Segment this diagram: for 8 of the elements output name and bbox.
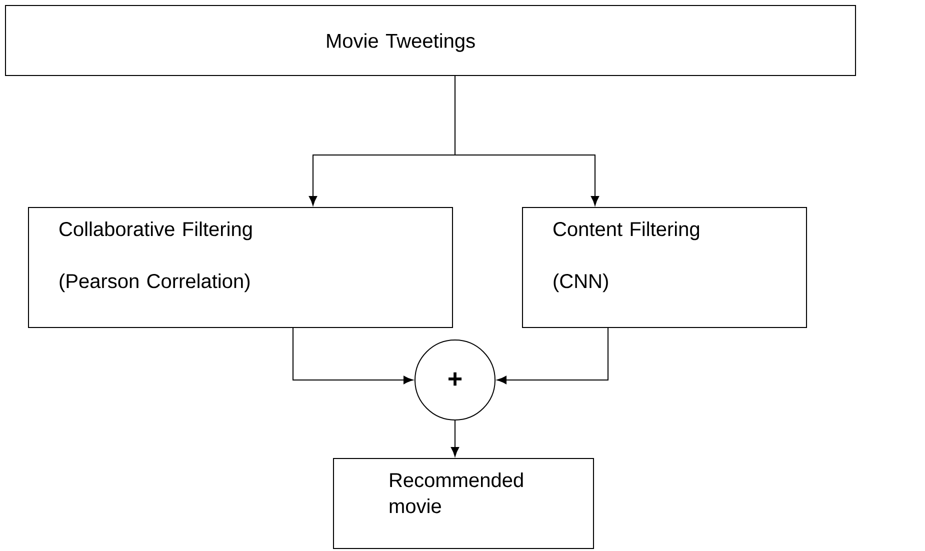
process-box: Collaborative Filtering (Pearson Correlation) <box>28 207 453 328</box>
output-box: Recommended movie <box>333 458 594 549</box>
arrow <box>292 326 414 384</box>
arrow <box>454 74 600 206</box>
process-box: Content Filtering (CNN) <box>522 207 807 328</box>
source-box: Movie Tweetings <box>5 5 856 76</box>
arrow <box>450 420 460 457</box>
arrow <box>496 326 608 384</box>
